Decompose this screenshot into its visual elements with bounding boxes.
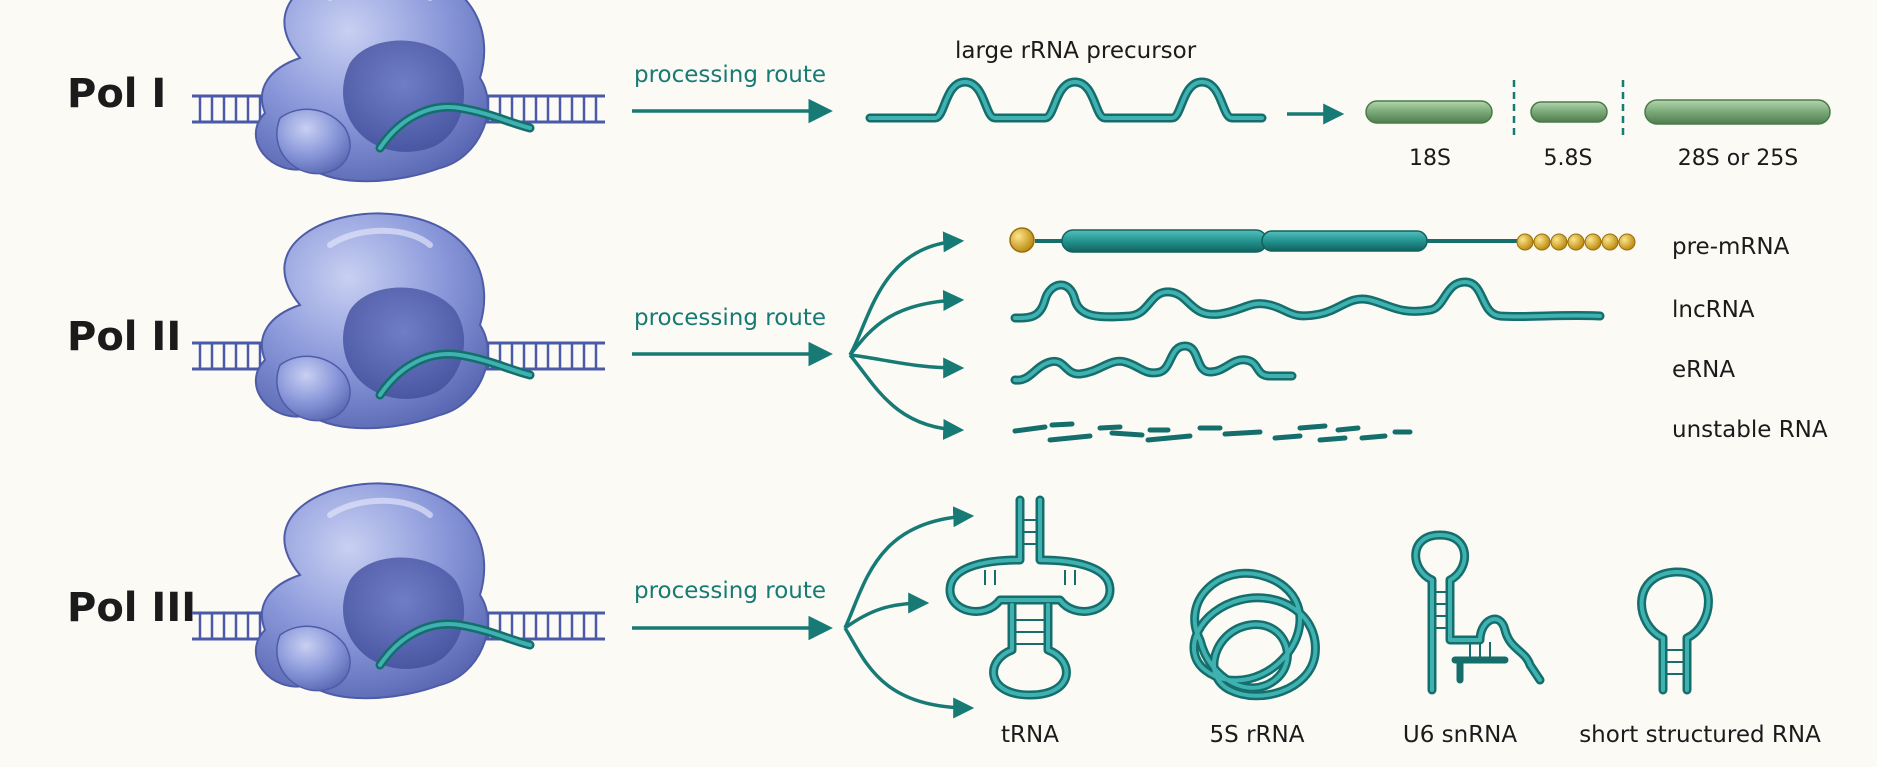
segment-18s — [1365, 100, 1493, 124]
poly-a-tail-icon — [1516, 233, 1636, 251]
row-pol-i: Pol I processing route large rRNA precur… — [67, 0, 1831, 181]
label-trna: tRNA — [1001, 722, 1059, 748]
pol-ii-route-label: processing route — [634, 305, 826, 331]
pol-i-route-label: processing route — [634, 62, 826, 88]
pol-ii-polymerase-icon — [192, 213, 605, 428]
pol-i-precursor-label: large rRNA precursor — [955, 38, 1197, 64]
row-pol-ii: Pol II processing route — [67, 213, 1828, 443]
pol-iii-label: Pol III — [67, 585, 196, 631]
label-pre-mrna: pre-mRNA — [1672, 234, 1790, 260]
label-short-structured-rna: short structured RNA — [1579, 722, 1821, 748]
pre-mrna-transcript — [1009, 227, 1636, 253]
u6-snrna-structure — [1411, 530, 1545, 695]
label-u6-snrna: U6 snRNA — [1403, 722, 1518, 748]
label-unstable-rna: unstable RNA — [1672, 417, 1828, 443]
exon — [1061, 229, 1268, 253]
unstable-rna-fragments — [1012, 421, 1413, 443]
row-pol-iii: Pol III processing route — [67, 483, 1821, 748]
label-lncrna: lncRNA — [1672, 297, 1755, 323]
pol-i-precursor-strand — [865, 77, 1267, 123]
pol-iii-route-label: processing route — [634, 578, 826, 604]
label-5s-rrna: 5S rRNA — [1210, 722, 1305, 748]
five-prime-cap-icon — [1009, 227, 1035, 253]
segment-28s — [1644, 99, 1831, 125]
5s-rrna-structure — [1189, 568, 1320, 701]
segment-5-8s — [1530, 101, 1608, 123]
pol-iii-branch-arrows — [843, 506, 975, 719]
pol-ii-label: Pol II — [67, 314, 181, 360]
lncrna-transcript — [1010, 277, 1605, 323]
label-28s-25s: 28S or 25S — [1678, 146, 1798, 171]
exon — [1261, 230, 1428, 252]
label-erna: eRNA — [1672, 357, 1735, 383]
trna-structure — [945, 495, 1115, 700]
label-18s: 18S — [1409, 146, 1451, 171]
pol-ii-branch-arrows — [848, 231, 965, 440]
pol-i-polymerase-icon — [192, 0, 605, 181]
short-structured-rna-structure — [1637, 567, 1713, 695]
erna-transcript — [1010, 341, 1297, 385]
label-5-8s: 5.8S — [1544, 146, 1593, 171]
pol-i-label: Pol I — [67, 71, 166, 117]
pol-iii-polymerase-icon — [192, 483, 605, 698]
